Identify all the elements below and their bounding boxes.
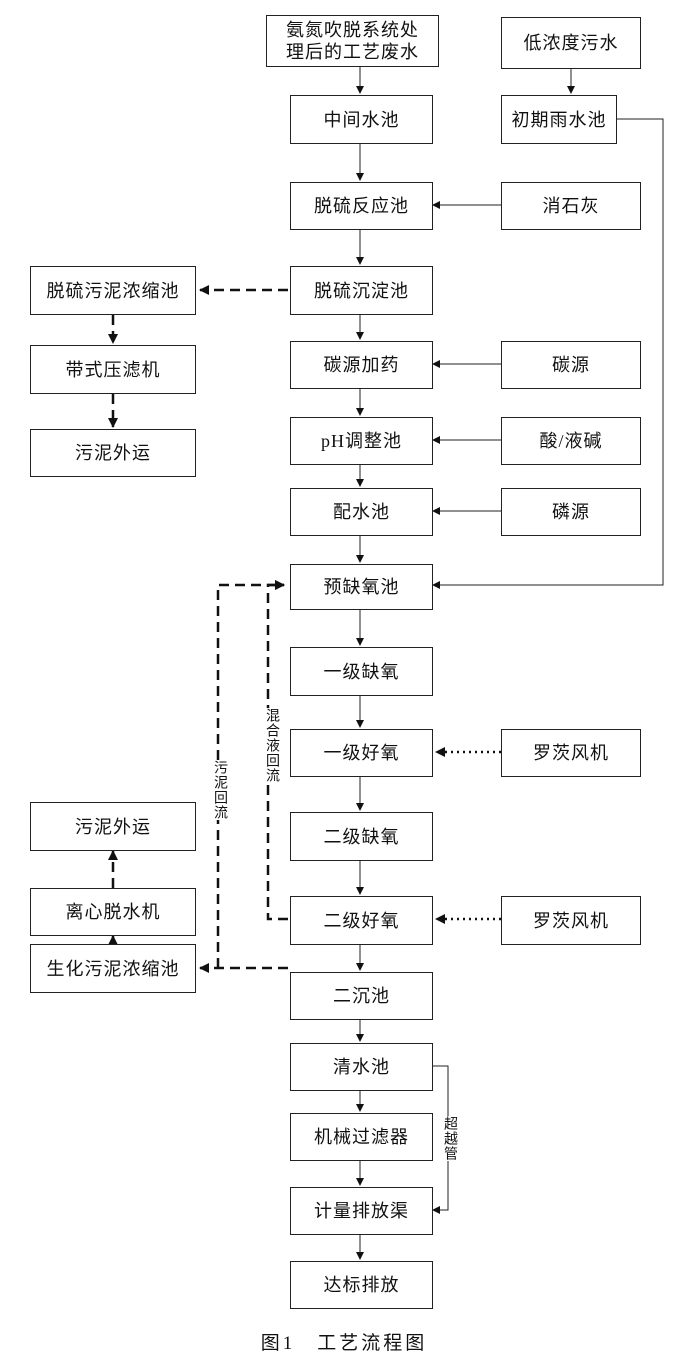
node-distribution-pool: 配水池	[290, 488, 433, 536]
node-carbon-dosing: 碳源加药	[290, 341, 433, 389]
node-roots-blower-1: 罗茨风机	[501, 729, 641, 777]
node-bio-sludge-thickener: 生化污泥浓缩池	[30, 944, 196, 993]
node-pre-anoxic-pool: 预缺氧池	[290, 564, 433, 610]
figure-caption: 图1 工艺流程图	[260, 1333, 428, 1354]
node-oxic-2: 二级好氧	[290, 896, 433, 945]
label-mixed-liquor-return: 混合液回流	[263, 708, 279, 783]
node-phosphorus-source: 磷源	[501, 488, 641, 536]
node-metering-channel: 计量排放渠	[290, 1187, 433, 1235]
node-secondary-clarifier: 二沉池	[290, 972, 433, 1020]
node-initial-rainwater-pool: 初期雨水池	[501, 95, 617, 144]
node-acid-alkali: 酸/液碱	[501, 417, 641, 465]
node-middle-pool: 中间水池	[290, 95, 433, 144]
label-bypass-pipe: 超越管	[441, 1116, 457, 1161]
arrow-rain-to-preanoxic	[432, 118, 664, 589]
node-belt-filter-press: 带式压滤机	[30, 345, 196, 394]
node-clear-water-pool: 清水池	[290, 1043, 433, 1091]
node-source-wastewater: 氨氮吹脱系统处理后的工艺废水	[266, 15, 439, 67]
node-sludge-transport-2: 污泥外运	[30, 802, 196, 851]
node-mechanical-filter: 机械过滤器	[290, 1113, 433, 1161]
node-low-concentration-wastewater: 低浓度污水	[501, 17, 641, 69]
node-slaked-lime: 消石灰	[501, 182, 641, 230]
node-carbon-source: 碳源	[501, 341, 641, 389]
node-anoxic-1: 一级缺氧	[290, 647, 433, 696]
node-ph-adjust-pool: pH调整池	[290, 417, 433, 465]
node-anoxic-2: 二级缺氧	[290, 812, 433, 861]
node-desulf-reaction-pool: 脱硫反应池	[290, 182, 433, 230]
node-oxic-1: 一级好氧	[290, 729, 433, 777]
label-sludge-return: 污泥回流	[211, 760, 227, 820]
node-sludge-transport-1: 污泥外运	[30, 429, 196, 477]
node-desulf-settling-pool: 脱硫沉淀池	[290, 266, 433, 315]
node-desulf-sludge-thickener: 脱硫污泥浓缩池	[30, 266, 196, 315]
node-centrifugal-dewatering: 离心脱水机	[30, 888, 196, 936]
node-compliant-discharge: 达标排放	[290, 1261, 433, 1309]
node-roots-blower-2: 罗茨风机	[501, 896, 641, 945]
